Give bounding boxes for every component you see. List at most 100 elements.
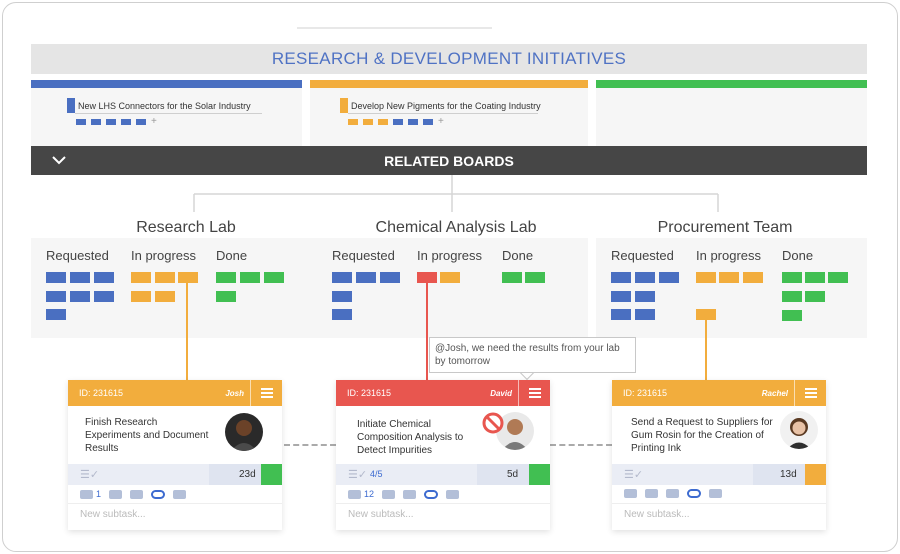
comment-icon[interactable] [80,489,93,499]
task-block[interactable] [46,272,66,283]
initiative-card-pigments[interactable]: Develop New Pigments for the Coating Ind… [310,80,588,146]
task-block[interactable] [805,272,825,283]
link-icon[interactable] [151,489,166,499]
task-block[interactable] [611,272,631,283]
chip [136,119,146,125]
card-header: ID: 231615 Rachel [612,380,826,406]
chip [76,119,86,125]
task-block[interactable] [502,272,522,283]
task-block[interactable] [659,272,679,283]
list-icon[interactable] [130,489,144,499]
related-boards-bar[interactable]: RELATED BOARDS [31,146,867,175]
task-card-procurement[interactable]: ID: 231615 Rachel Send a Request to Supp… [612,380,826,530]
task-block[interactable] [178,272,198,283]
card-owner: Rachel [761,389,788,398]
attachment-icon[interactable] [446,489,460,499]
attachment-icon[interactable] [173,489,187,499]
task-block[interactable] [46,291,66,302]
link-icon[interactable] [687,489,701,498]
checklist-icon[interactable]: ☰✓ [80,469,100,481]
tag-icon[interactable] [382,489,396,499]
column-in-progress: In progress [417,248,483,263]
task-block[interactable] [155,272,175,283]
task-block[interactable] [696,309,716,320]
task-block[interactable] [332,291,352,302]
card-meta-row: ☰✓ 23d [68,464,282,485]
link-icon[interactable] [424,489,439,499]
tag-icon[interactable] [645,489,658,498]
comment-icon[interactable] [348,489,361,499]
initiative-progress-chips: + [348,116,444,127]
task-block[interactable] [635,291,655,302]
column-done: Done [502,248,534,263]
board-procurement-team[interactable] [596,238,867,338]
new-subtask-input[interactable]: New subtask... [348,509,414,520]
board-title: Procurement Team [657,219,793,236]
task-card-research[interactable]: ID: 231615 Josh Finish Research Experime… [68,380,282,530]
initiative-marker [340,98,348,113]
tag-icon[interactable] [109,489,123,499]
menu-icon[interactable] [250,380,282,406]
task-block[interactable] [782,291,802,302]
task-block[interactable] [782,272,802,283]
task-block[interactable] [719,272,739,283]
list-icon[interactable] [403,489,417,499]
checklist-icon[interactable]: ☰✓ [348,469,368,481]
task-block[interactable] [240,272,260,283]
menu-icon[interactable] [794,380,826,406]
card-title: Initiate Chemical Composition Analysis t… [357,419,464,456]
task-block[interactable] [635,272,655,283]
task-block[interactable] [828,272,848,283]
card-id: ID: 231615 [79,388,124,398]
column-in-progress: In progress [131,248,197,263]
task-block[interactable] [743,272,763,283]
new-subtask-input[interactable]: New subtask... [624,509,690,520]
comment-icon[interactable] [624,489,637,498]
add-icon[interactable]: + [438,116,444,127]
task-block[interactable] [782,310,802,321]
task-block[interactable] [696,272,716,283]
task-block[interactable] [70,272,90,283]
task-block[interactable] [611,309,631,320]
task-block[interactable] [94,272,114,283]
task-block[interactable] [440,272,460,283]
task-block[interactable] [805,291,825,302]
attachment-icon[interactable] [709,489,722,498]
task-block[interactable] [155,291,175,302]
board-title: Chemical Analysis Lab [375,219,537,236]
card-owner: Josh [225,389,244,398]
initiative-card-solar[interactable]: New LHS Connectors for the Solar Industr… [31,80,302,146]
checklist-icon[interactable]: ☰✓ [624,469,644,481]
task-block[interactable] [131,291,151,302]
add-icon[interactable]: + [151,116,157,127]
status-square [529,464,550,485]
task-block[interactable] [611,291,631,302]
menu-icon[interactable] [518,380,550,406]
task-block[interactable] [94,291,114,302]
initiative-color-bar [596,80,867,88]
task-block[interactable] [635,309,655,320]
avatar [780,411,818,449]
task-block[interactable] [332,309,352,320]
task-block[interactable] [70,291,90,302]
board-research-lab[interactable] [31,238,321,338]
task-block[interactable] [380,272,400,283]
divider [612,503,826,504]
task-block[interactable] [417,272,437,283]
task-card-chemical[interactable]: ID: 231615 David Initiate Chemical Compo… [336,380,550,530]
chevron-down-icon[interactable] [51,153,67,167]
task-block[interactable] [216,291,236,302]
task-block[interactable] [131,272,151,283]
new-subtask-input[interactable]: New subtask... [80,509,146,520]
board-chemical-analysis-lab[interactable] [316,238,588,338]
task-block[interactable] [356,272,376,283]
task-block[interactable] [264,272,284,283]
task-block[interactable] [216,272,236,283]
task-block[interactable] [332,272,352,283]
initiative-card-empty[interactable] [596,80,867,146]
list-icon[interactable] [666,489,679,498]
task-block[interactable] [525,272,545,283]
column-requested: Requested [46,248,109,263]
task-block[interactable] [46,309,66,320]
card-meta-row: ☰✓ 4/5 5d [336,464,550,485]
